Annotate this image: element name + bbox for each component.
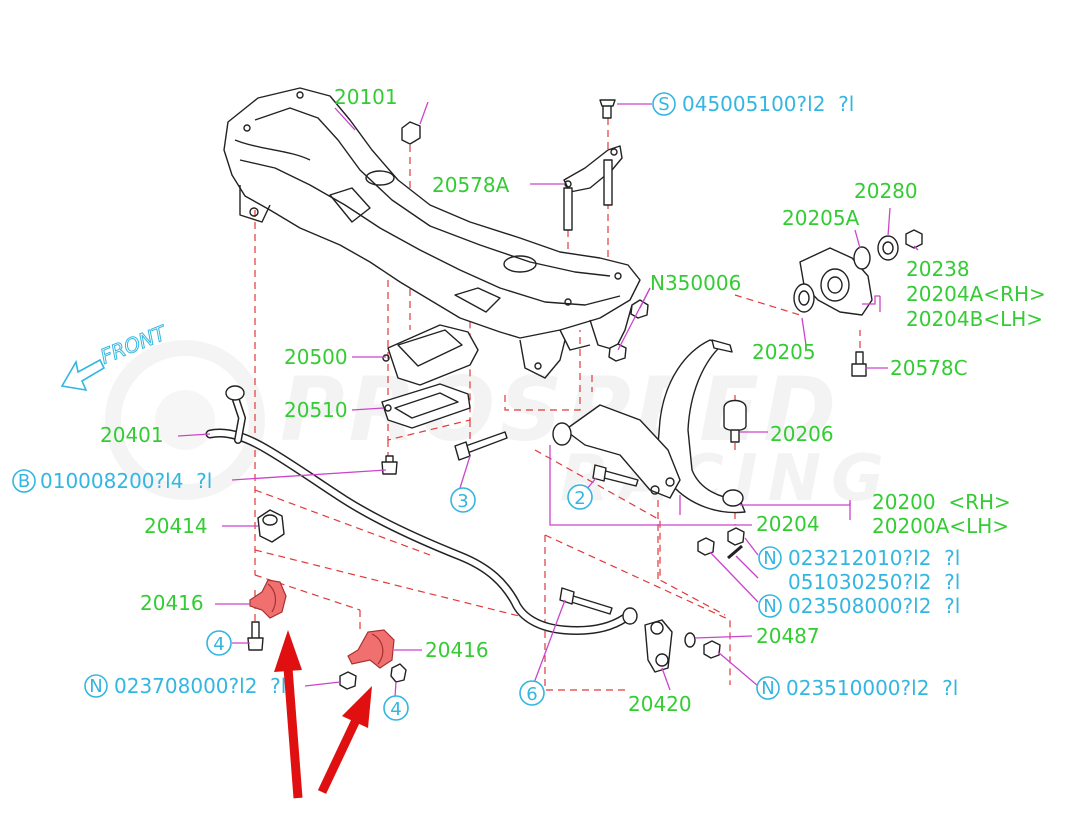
ref-2: 2	[574, 488, 585, 509]
stabilizer-bar	[205, 385, 638, 635]
bushing-20414	[257, 509, 285, 543]
std-prefix-ring-s	[652, 92, 676, 116]
label-20205: 20205	[752, 340, 816, 364]
plate-20510	[381, 383, 471, 429]
ball-joint-20206	[723, 399, 747, 443]
front-crossmember	[223, 87, 641, 379]
assembly-lines	[254, 118, 861, 691]
ref-ring-2	[567, 484, 593, 510]
std-prefix-n2: N	[763, 596, 776, 617]
std-prefix-n4: N	[761, 678, 774, 699]
ref-3: 3	[457, 491, 468, 512]
std-label-n4: 023510000?l2 ?l	[786, 676, 958, 700]
label-20204: 20204	[756, 512, 820, 536]
clamp-bolt-4a	[247, 621, 264, 651]
label-20101: 20101	[334, 85, 398, 109]
stabilizer-clamp-20416b	[347, 629, 395, 669]
label-20416-right: 20416	[425, 638, 489, 662]
label-n350006: N350006	[650, 271, 741, 295]
bushing-assembly	[793, 229, 923, 377]
label-20205a: 20205A	[782, 206, 860, 230]
std-label-pin: 051030250?l2 ?l	[788, 570, 960, 594]
ref-ring-3	[450, 487, 476, 513]
ref-ring-4b	[383, 695, 409, 721]
std-prefix-s: S	[658, 94, 669, 115]
std-prefix-ring-n3	[84, 674, 108, 698]
ref-6: 6	[526, 684, 537, 705]
bolt-2-part	[592, 464, 639, 487]
label-20200: 20200 <RH>	[872, 490, 1011, 514]
standard-part-labels: S 045005100?l2 ?l B 010008200?l4 ?l N 02…	[12, 92, 960, 700]
label-20420: 20420	[628, 692, 692, 716]
crossmember-nut	[401, 101, 429, 145]
label-20238: 20238	[906, 257, 970, 281]
std-label-n3: 023708000?l2 ?l	[114, 674, 286, 698]
std-prefix-n3: N	[89, 676, 102, 697]
cotter-pin	[727, 544, 743, 560]
nut-n2	[697, 537, 715, 556]
lower-arm-20200	[552, 339, 746, 514]
label-20206: 20206	[770, 422, 834, 446]
label-20510: 20510	[284, 398, 348, 422]
part-labels: 20101 20578A 20280 20205A 20238 N350006 …	[100, 85, 1046, 716]
label-20487: 20487	[756, 624, 820, 648]
ref-ring-6	[519, 680, 545, 706]
stabilizer-link-20420	[644, 619, 721, 673]
ref-4a: 4	[213, 634, 224, 655]
reference-numbers: 3 2 4 4 6	[206, 484, 593, 721]
label-20500: 20500	[284, 345, 348, 369]
label-20204a: 20204A<RH>	[906, 282, 1046, 306]
highlight-arrows	[274, 630, 372, 799]
std-prefix-b: B	[18, 471, 30, 492]
std-prefix-ring-n2	[758, 594, 782, 618]
arrow-up-icon	[274, 630, 302, 672]
label-20204b: 20204B<LH>	[906, 307, 1043, 331]
clamp-bolt-4b	[390, 663, 407, 683]
std-label-n2: 023508000?l2 ?l	[788, 594, 960, 618]
label-20280: 20280	[854, 179, 918, 203]
label-20200a: 20200A<LH>	[872, 514, 1009, 538]
std-prefix-ring-n1	[758, 546, 782, 570]
bolt-6-part	[559, 587, 613, 615]
nut-n3	[339, 671, 357, 690]
std-label-n1: 023212010?l2 ?l	[788, 546, 960, 570]
std-prefix-ring-n4	[756, 676, 780, 700]
label-20578a: 20578A	[432, 173, 510, 197]
label-20416-left: 20416	[140, 591, 204, 615]
bolt-b-part	[381, 455, 398, 475]
stabilizer-clamp-20416a	[249, 579, 287, 619]
arrow-up-right-icon	[342, 686, 372, 728]
castle-nut-n1	[727, 527, 745, 546]
bracket-20500	[382, 324, 479, 386]
leader-lines	[177, 103, 919, 698]
ref-ring-4a	[206, 630, 232, 656]
std-prefix-n1: N	[763, 548, 776, 569]
std-label-s: 045005100?l2 ?l	[682, 92, 854, 116]
std-prefix-ring-b	[12, 469, 36, 493]
label-20578c: 20578C	[890, 356, 968, 380]
label-20401: 20401	[100, 423, 164, 447]
front-arrow-icon	[60, 358, 106, 392]
std-label-b: 010008200?l4 ?l	[40, 469, 212, 493]
bracket-20578a	[563, 99, 623, 231]
label-20414: 20414	[144, 514, 208, 538]
ref-4b: 4	[390, 699, 401, 720]
